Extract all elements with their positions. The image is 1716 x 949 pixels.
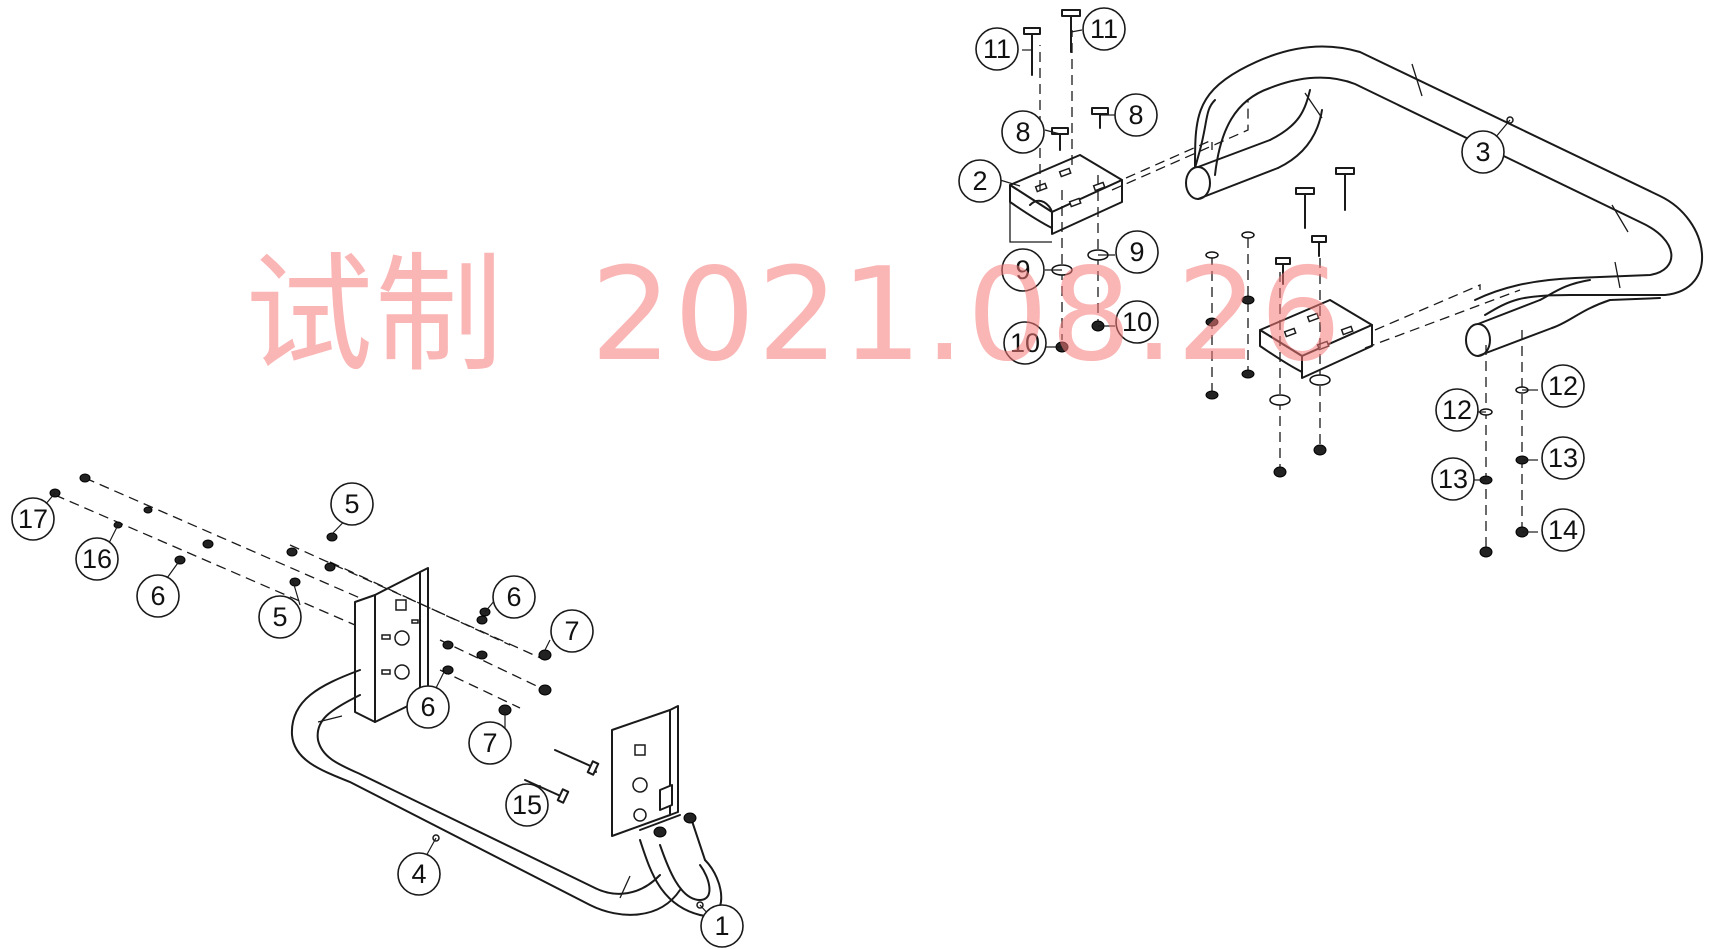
upper-clamp-bracket: [1009, 154, 1123, 235]
callout-5a-label: 5: [344, 489, 359, 519]
lower-clamp-bracket: [1259, 299, 1373, 379]
callout-12b-label: 12: [1548, 371, 1578, 401]
callout-12a-label: 12: [1442, 395, 1472, 425]
callout-11a-label: 11: [983, 34, 1011, 64]
callout-2-label: 2: [972, 166, 987, 196]
callout-6b: 6: [492, 575, 536, 619]
callout-10b-label: 10: [1122, 307, 1152, 337]
callout-1-label: 1: [714, 911, 729, 941]
callout-11b-label: 11: [1090, 14, 1118, 44]
callout-11b: 11: [1082, 7, 1126, 51]
callout-6a: 6: [136, 574, 180, 618]
callout-12a: 12: [1435, 388, 1479, 432]
assembly-guide-lines-upper: [1009, 30, 1523, 555]
callout-5b-label: 5: [272, 602, 287, 632]
bolts-lower: [286, 532, 600, 804]
callout-10a-label: 10: [1010, 328, 1040, 358]
callout-16: 16: [75, 537, 119, 581]
large-tube-frame: [1185, 45, 1703, 357]
callout-17-label: 17: [18, 504, 48, 534]
callout-6c: 6: [406, 685, 450, 729]
callout-7b: 7: [468, 721, 512, 765]
callout-16-label: 16: [82, 544, 112, 574]
callout-15-label: 15: [512, 790, 542, 820]
callout-4-label: 4: [411, 859, 426, 889]
callout-balloons: 1 2 3 4 5 5 6 6 6 7 7 8 8 9 9 10 10 11 1…: [11, 7, 1585, 948]
callout-10b: 10: [1115, 300, 1159, 344]
callout-13a: 13: [1431, 457, 1475, 501]
callout-6a-label: 6: [150, 581, 165, 611]
callout-8a-label: 8: [1015, 117, 1030, 147]
callout-7b-label: 7: [482, 728, 497, 758]
callout-13a-label: 13: [1438, 464, 1468, 494]
callout-15: 15: [505, 783, 549, 827]
callout-6b-label: 6: [506, 582, 521, 612]
callout-6c-label: 6: [420, 692, 435, 722]
callout-9a: 9: [1001, 248, 1045, 292]
callout-10a: 10: [1003, 321, 1047, 365]
callout-3: 3: [1461, 130, 1505, 174]
callout-14-label: 14: [1548, 515, 1578, 545]
mounting-plate-right: [611, 705, 679, 837]
callout-7a-label: 7: [564, 616, 579, 646]
callout-5b: 5: [258, 595, 302, 639]
callout-13b: 13: [1541, 436, 1585, 480]
callout-9b-label: 9: [1129, 237, 1144, 267]
callout-14: 14: [1541, 508, 1585, 552]
callout-8a: 8: [1001, 110, 1045, 154]
hardware-lower: [49, 473, 697, 838]
callout-2: 2: [958, 159, 1002, 203]
callout-13b-label: 13: [1548, 443, 1578, 473]
callout-12b: 12: [1541, 364, 1585, 408]
callout-3-label: 3: [1475, 137, 1490, 167]
assembly-guide-lines-lower: [54, 477, 546, 709]
callout-1: 1: [700, 904, 744, 948]
callout-4: 4: [397, 852, 441, 896]
callout-11a: 11: [975, 27, 1019, 71]
callout-8b-label: 8: [1128, 100, 1143, 130]
callout-17: 17: [11, 497, 55, 541]
tube-end-upper: [1185, 166, 1211, 200]
callout-7a: 7: [550, 609, 594, 653]
callout-leaders: [44, 29, 1538, 926]
callout-9a-label: 9: [1015, 255, 1030, 285]
callout-8b: 8: [1114, 93, 1158, 137]
small-tube-frame: [290, 669, 723, 917]
callout-5a: 5: [330, 482, 374, 526]
callout-9b: 9: [1115, 230, 1159, 274]
